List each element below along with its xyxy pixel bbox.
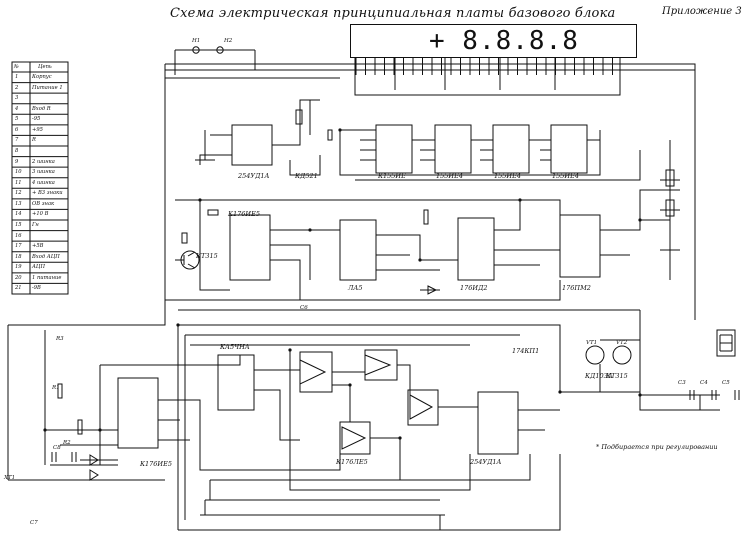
ref-label: С3 — [678, 380, 686, 386]
table-row-circuit: + В3 знаки — [32, 190, 63, 197]
footnote: * Подбирается при регулировании — [596, 443, 718, 451]
table-row-no: 15 — [15, 222, 22, 228]
component-label-ic-254ud1a-bot: 254УД1А — [470, 458, 502, 466]
table-row-no: 16 — [15, 232, 22, 239]
component-label-ic-k1533ie5-a: К155ИЕ — [378, 172, 406, 180]
frame-top-wire — [165, 63, 696, 320]
table-row-circuit: +5В — [32, 243, 44, 250]
component-label-tr-kt315: КТ315 — [196, 252, 218, 260]
ref-label: R1 — [52, 385, 60, 391]
table-row-no: 12 — [15, 190, 22, 197]
table-row-circuit: Корпус — [32, 74, 52, 80]
table-row-circuit: ОВ знак — [32, 200, 55, 207]
table-row-no: 9 — [15, 158, 19, 165]
segment-symbol — [716, 329, 736, 357]
ref-label: H1 — [192, 38, 201, 44]
table-row-no: 1 — [15, 74, 19, 80]
component-label-ic-kd521: КД521 — [295, 172, 318, 180]
table-row-circuit: +10 В — [32, 211, 49, 218]
component-label-ic-k176ie5: К176ИЕ5 — [228, 210, 260, 218]
table-row-no: 17 — [15, 243, 22, 250]
ref-label: H2 — [224, 38, 233, 44]
table-row-circuit: -95 — [32, 116, 41, 123]
component-label-ic-k176ie5-left: К176ИЕ5 — [140, 460, 172, 468]
table-row-no: 20 — [15, 274, 22, 281]
table-row-no: 5 — [15, 116, 19, 123]
component-label-ic-274mi: 174КП1 — [512, 347, 540, 355]
frame-right-wire — [639, 310, 695, 396]
component-label-ic-kt315-bot: КТ315 — [606, 372, 628, 380]
table-row-no: 14 — [15, 211, 22, 218]
table-row-circuit: Вход АЦП — [32, 253, 60, 260]
table-row-circuit: Гн — [32, 222, 39, 228]
table-row-no: 13 — [15, 200, 22, 207]
table-row-circuit: 1 питание — [32, 274, 62, 281]
ref-label: ХТ1 — [4, 475, 16, 481]
table-row-no: 19 — [15, 264, 22, 271]
component-label-ic-k1533ie5-c: 155ИЕ4 — [494, 172, 521, 180]
component-label-ic-k1533ie5-d: 155ИЕ4 — [552, 172, 579, 180]
table-row-circuit: R — [32, 137, 36, 144]
component-label-ic-kd103: КД103А — [585, 372, 613, 380]
table-row-circuit: 4 шинка — [32, 179, 55, 186]
table-row-no: 4 — [15, 105, 19, 112]
led-display: + 8.8.8.8 — [350, 24, 637, 58]
ic-outline — [375, 124, 413, 174]
component-label-ic-lu: КА5ЧНА — [220, 343, 250, 351]
ref-label: C7 — [30, 520, 38, 526]
table-row-no: 18 — [15, 253, 22, 260]
table-header-no: № — [14, 64, 19, 70]
table-row-no: 10 — [15, 169, 22, 176]
ref-label: С6 — [300, 305, 308, 311]
table-row-no: 2 — [15, 84, 19, 91]
table-row-no: 11 — [15, 179, 22, 186]
table-header-circuit: Цепь — [38, 64, 52, 70]
table-row-circuit: Питание 1 — [32, 84, 63, 91]
appendix-label: Приложение 3 — [662, 6, 742, 17]
component-label-ic-176id2: 176ИД2 — [460, 284, 488, 292]
table-row-no: 6 — [15, 126, 19, 133]
table-row-no: 7 — [15, 137, 19, 144]
table-row-circuit: 2 шинка — [32, 158, 55, 165]
component-label-ic-k1533ie5-b: 155ИЕ4 — [436, 172, 463, 180]
ref-label: С5 — [722, 380, 730, 386]
display-digits: + 8.8.8.8 — [429, 26, 579, 56]
table-row-no: 3 — [15, 95, 19, 102]
ref-label: R2 — [63, 440, 71, 446]
component-label-ic-k176ie5-bot: К176ЛЕ5 — [336, 458, 368, 466]
ref-label: VT2 — [616, 340, 628, 346]
component-label-ic-254ud1a-top: 254УД1А — [238, 172, 270, 180]
table-row-no: 21 — [15, 285, 22, 292]
frame-left-wire — [8, 64, 166, 326]
table-row-circuit: Вход R — [32, 105, 51, 112]
table-row-circuit: АЦП — [32, 264, 45, 271]
table-row-circuit: +95 — [32, 126, 43, 133]
table-row-circuit: 3 шинка — [32, 169, 55, 176]
ref-label: С4 — [700, 380, 708, 386]
schematic-title: Схема электрическая принципиальная платы… — [170, 6, 616, 21]
ref-label: VT1 — [586, 340, 598, 346]
table-row-circuit: -9В — [32, 285, 41, 292]
ref-label: R3 — [56, 336, 64, 342]
component-label-ic-la5: ЛА5 — [348, 284, 363, 292]
ref-label: C8 — [53, 445, 61, 451]
component-label-ic-1pfm2: 176ПМ2 — [562, 284, 591, 292]
table-row-no: 8 — [15, 148, 19, 154]
